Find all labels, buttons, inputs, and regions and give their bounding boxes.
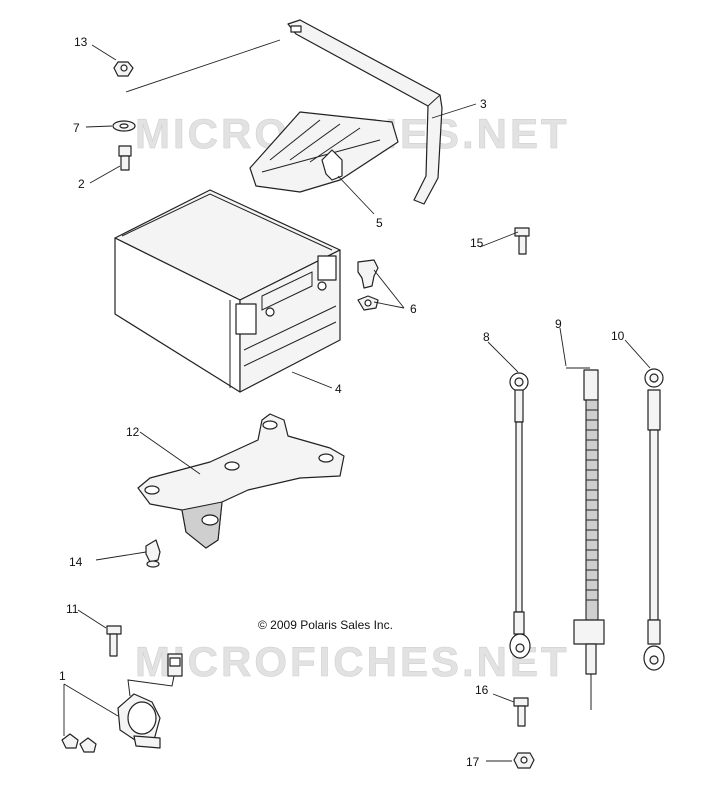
battery-cover-pad: [249, 111, 399, 193]
callout-12: 12: [126, 425, 140, 439]
battery-hold-down-strap: [287, 19, 443, 205]
battery-cable-8: [509, 372, 531, 659]
callout-17: 17: [466, 755, 480, 769]
callout-3: 3: [480, 97, 487, 111]
battery: [114, 189, 341, 393]
bolt-11: [106, 625, 122, 657]
bolt-and-washer-6: [357, 259, 379, 311]
callout-2: 2: [78, 177, 85, 191]
callout-8: 8: [483, 330, 490, 344]
nut-13: [113, 61, 134, 77]
callout-13: 13: [74, 35, 88, 49]
bolt-2: [118, 145, 132, 171]
callout-1: 1: [59, 669, 66, 683]
callout-14: 14: [69, 555, 83, 569]
push-rivet-14: [145, 539, 161, 568]
callout-10: 10: [611, 329, 625, 343]
bolt-15: [514, 227, 530, 255]
callout-11: 11: [66, 602, 79, 616]
battery-cable-10: [643, 368, 665, 671]
callout-15: 15: [470, 236, 484, 250]
nut-17: [513, 752, 535, 769]
washer-7: [112, 120, 136, 132]
callout-9: 9: [555, 317, 562, 331]
callout-16: 16: [475, 683, 489, 697]
starter-solenoid: [61, 653, 183, 753]
sleeved-cable-9: [566, 367, 605, 710]
bolt-16: [513, 697, 529, 727]
watermark-bottom: MICROFICHES.NET: [135, 638, 570, 685]
copyright-notice: © 2009 Polaris Sales Inc.: [258, 618, 393, 632]
callout-6: 6: [410, 302, 417, 316]
callout-4: 4: [335, 382, 342, 396]
callout-7: 7: [73, 121, 80, 135]
leader-lines: [63, 39, 651, 762]
callout-5: 5: [376, 216, 383, 230]
battery-mounting-bracket: [137, 413, 345, 549]
